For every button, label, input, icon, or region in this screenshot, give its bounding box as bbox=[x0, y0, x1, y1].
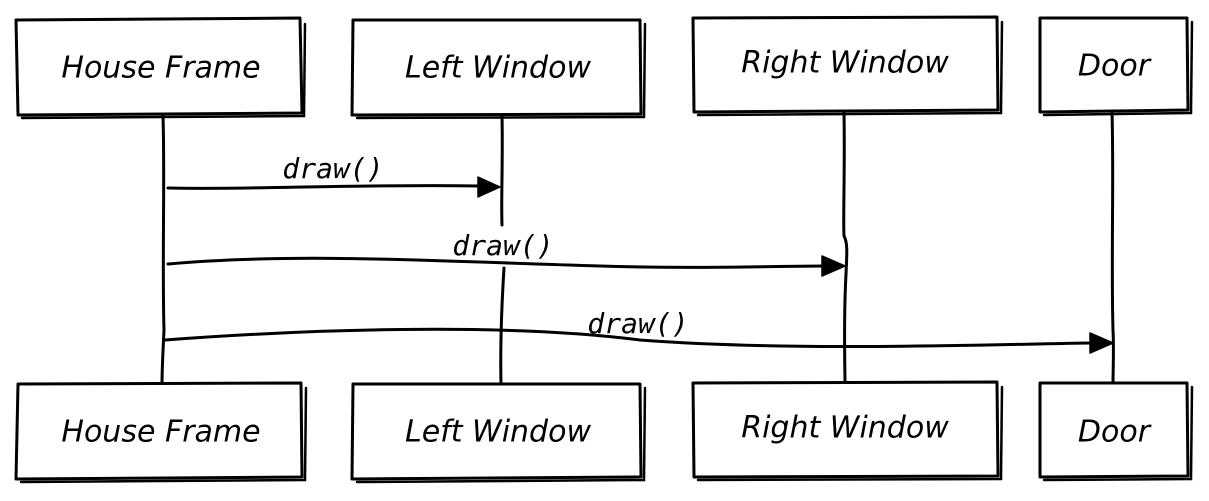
participant-label: Right Window bbox=[741, 411, 949, 446]
participant-left-window-bottom: Left Window bbox=[350, 382, 647, 484]
message-1-arrowhead bbox=[477, 176, 501, 198]
lifeline-house-frame bbox=[160, 114, 166, 386]
participant-label: House Frame bbox=[61, 51, 260, 86]
message-3-arrow-line bbox=[163, 327, 1094, 349]
lifeline-left-window bbox=[499, 114, 506, 386]
message-1-arrow-line bbox=[166, 184, 482, 190]
participant-label: Door bbox=[1078, 415, 1152, 450]
participant-house-frame-top: House Frame bbox=[14, 16, 307, 120]
message-3-label: draw() bbox=[587, 307, 688, 340]
lifelines bbox=[160, 110, 1115, 386]
participant-door-bottom: Door bbox=[1038, 381, 1194, 482]
participants-top: House Frame Left Window Right Window Doo… bbox=[14, 15, 1194, 120]
message-2-arrow-line bbox=[166, 256, 826, 269]
message-1-label: draw() bbox=[282, 152, 383, 185]
messages: draw() draw() draw() bbox=[163, 152, 1114, 354]
participant-right-window-top: Right Window bbox=[691, 15, 1004, 117]
participant-label: Right Window bbox=[741, 46, 949, 81]
lifeline-right-window bbox=[842, 110, 849, 386]
participant-label: Left Window bbox=[405, 51, 591, 86]
message-2-label: draw() bbox=[452, 229, 553, 262]
participant-label: Left Window bbox=[405, 415, 591, 450]
participant-door-top: Door bbox=[1038, 16, 1194, 117]
message-2-arrowhead bbox=[821, 255, 846, 277]
message-3-arrowhead bbox=[1089, 332, 1114, 354]
participant-label: Door bbox=[1078, 49, 1152, 84]
participant-right-window-bottom: Right Window bbox=[691, 380, 1004, 482]
participants-bottom: House Frame Left Window Right Window Doo… bbox=[14, 380, 1194, 484]
message-2: draw() bbox=[166, 229, 846, 277]
participant-left-window-top: Left Window bbox=[350, 18, 647, 120]
participant-label: House Frame bbox=[61, 415, 260, 450]
participant-house-frame-bottom: House Frame bbox=[14, 381, 308, 484]
message-3: draw() bbox=[163, 307, 1114, 354]
lifeline-door bbox=[1110, 110, 1115, 386]
message-1: draw() bbox=[166, 152, 501, 198]
